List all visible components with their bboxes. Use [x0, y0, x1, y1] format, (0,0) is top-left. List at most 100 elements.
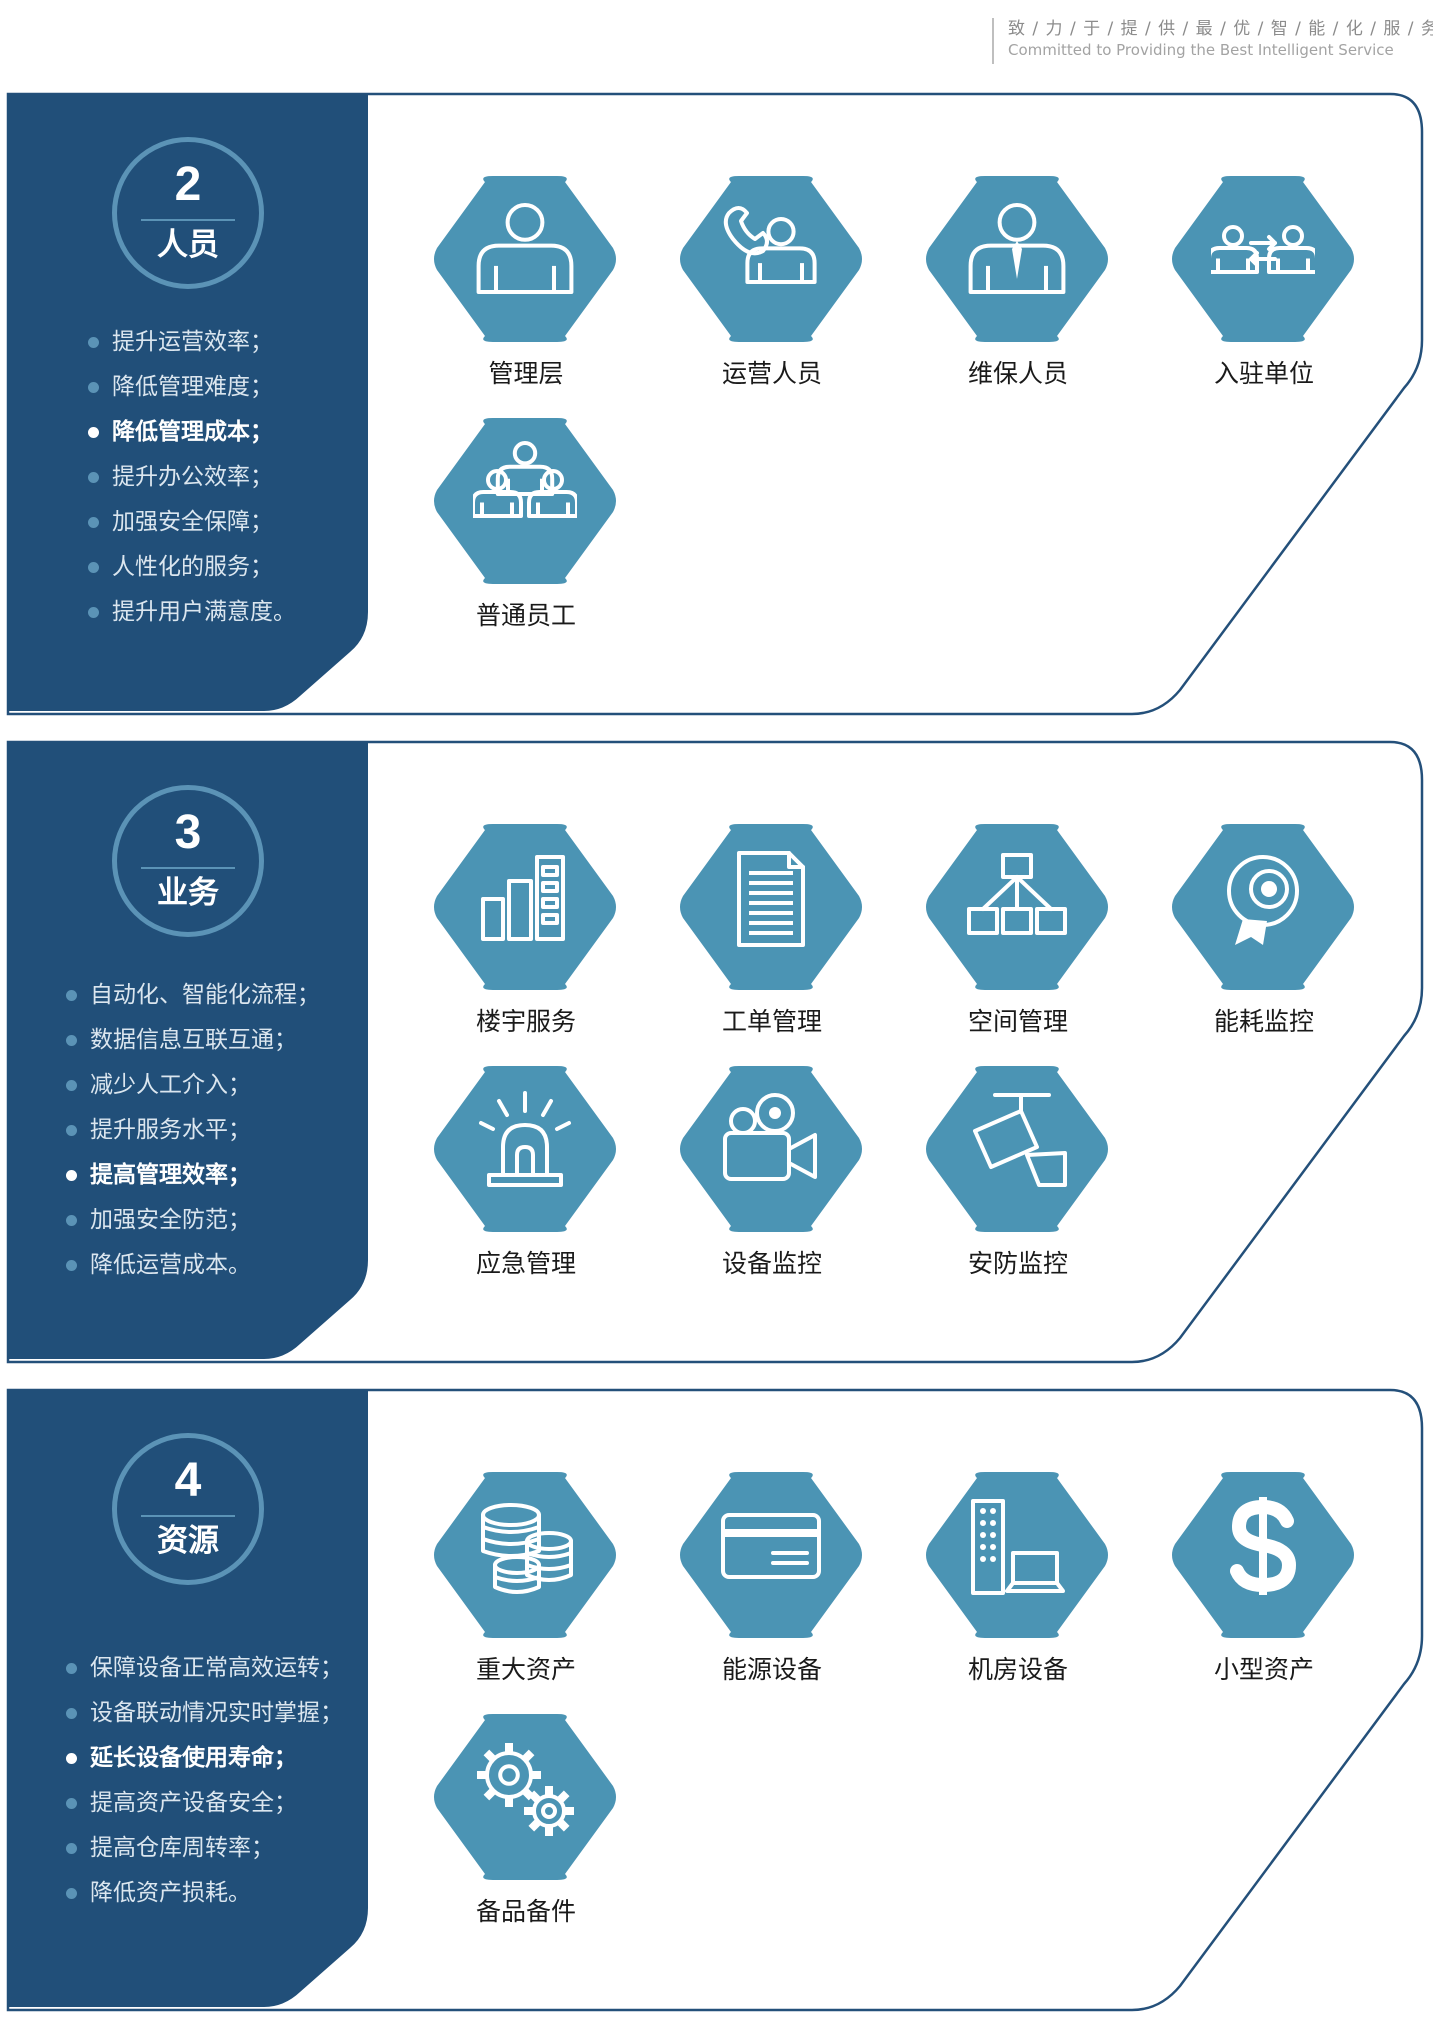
benefit-text: 减少人工介入； — [90, 1072, 251, 1098]
hexagon-tile — [434, 1714, 616, 1880]
benefit-item: 加强安全防范； — [66, 1198, 320, 1243]
benefit-text: 降低运营成本。 — [90, 1252, 251, 1278]
bullet-dot-icon — [66, 1170, 77, 1181]
benefit-text: 提升运营效率； — [112, 329, 273, 355]
benefit-text: 提高资产设备安全； — [90, 1790, 297, 1816]
bullet-dot-icon — [88, 607, 99, 618]
hexagon-tile — [680, 1066, 862, 1232]
bullet-dot-icon — [88, 562, 99, 573]
module-coin-stack[interactable]: 重大资产 — [424, 1472, 624, 1684]
hierarchy-icon — [967, 853, 1067, 935]
panel-业务: 3 业务 自动化、智能化流程；数据信息互联互通；减少人工介入；提升服务水平；提高… — [0, 740, 1433, 1366]
document-icon — [737, 851, 805, 947]
module-operator-phone[interactable]: 运营人员 — [670, 176, 870, 388]
module-label: 普通员工 — [475, 601, 576, 630]
benefit-text: 加强安全保障； — [112, 509, 273, 535]
module-card[interactable]: 能源设备 — [670, 1472, 870, 1684]
benefit-item: 提升用户满意度。 — [88, 590, 296, 635]
slogan-cn: 致 / 力 / 于 / 提 / 供 / 最 / 优 / 智 / 能 / 化 / … — [1008, 19, 1433, 39]
benefit-text: 加强安全防范； — [90, 1207, 251, 1233]
bullet-dot-icon — [66, 1843, 77, 1854]
benefit-item: 降低管理成本； — [88, 410, 296, 455]
bullet-dot-icon — [66, 1035, 77, 1046]
panel-资源: 4 资源 保障设备正常高效运转；设备联动情况实时掌握；延长设备使用寿命；提高资产… — [0, 1388, 1433, 2014]
benefit-item: 数据信息互联互通； — [66, 1018, 320, 1063]
staff-group-icon — [473, 441, 577, 518]
operator-phone-icon — [723, 206, 817, 284]
module-label: 空间管理 — [967, 1007, 1068, 1036]
benefit-item: 提高资产设备安全； — [66, 1781, 343, 1826]
module-label: 备品备件 — [475, 1897, 576, 1926]
module-label: 运营人员 — [721, 359, 822, 388]
cctv-camera-icon — [973, 1093, 1067, 1187]
section-title: 资源 — [157, 1523, 219, 1559]
module-label: 重大资产 — [475, 1655, 576, 1684]
module-label: 小型资产 — [1213, 1655, 1314, 1684]
bullet-dot-icon — [66, 990, 77, 1001]
coin-stack-icon — [481, 1503, 573, 1594]
module-dollar[interactable]: 小型资产 — [1162, 1472, 1362, 1684]
bullet-dot-icon — [66, 1888, 77, 1899]
module-label: 维保人员 — [967, 359, 1068, 388]
benefit-item: 提高仓库周转率； — [66, 1826, 343, 1871]
module-gears[interactable]: 备品备件 — [424, 1714, 624, 1926]
module-label: 应急管理 — [475, 1249, 576, 1278]
hexagon-tile — [434, 418, 616, 584]
hexagon-tile — [680, 1472, 862, 1638]
module-server-laptop[interactable]: 机房设备 — [916, 1472, 1116, 1684]
module-cctv-camera[interactable]: 安防监控 — [916, 1066, 1116, 1278]
bullet-dot-icon — [88, 382, 99, 393]
manager-person-icon — [476, 203, 574, 294]
dollar-icon — [1230, 1497, 1297, 1595]
section-number: 4 — [174, 1454, 202, 1507]
module-label: 工单管理 — [721, 1007, 822, 1036]
benefit-item: 提升运营效率； — [88, 320, 296, 365]
benefit-item: 提升服务水平； — [66, 1108, 320, 1153]
benefit-item: 设备联动情况实时掌握； — [66, 1691, 343, 1736]
benefit-item: 降低运营成本。 — [66, 1243, 320, 1288]
maintenance-person-tie-icon — [968, 203, 1066, 294]
webcam-icon — [1227, 855, 1299, 945]
section-badge: 4 资源 — [112, 1433, 264, 1585]
bullet-dot-icon — [66, 1080, 77, 1091]
server-laptop-icon — [971, 1499, 1065, 1595]
badge-divider — [141, 867, 235, 869]
bullet-dot-icon — [88, 472, 99, 483]
module-tenant-exchange[interactable]: 入驻单位 — [1162, 176, 1362, 388]
module-alarm-light[interactable]: 应急管理 — [424, 1066, 624, 1278]
module-webcam[interactable]: 能耗监控 — [1162, 824, 1362, 1036]
module-label: 入驻单位 — [1213, 359, 1314, 388]
section-number: 3 — [174, 806, 202, 859]
benefit-text: 提高仓库周转率； — [90, 1835, 274, 1861]
video-camera-icon — [723, 1093, 817, 1181]
badge-divider — [141, 219, 235, 221]
module-document[interactable]: 工单管理 — [670, 824, 870, 1036]
bullet-dot-icon — [66, 1708, 77, 1719]
gears-icon — [477, 1743, 574, 1836]
module-label: 设备监控 — [721, 1249, 822, 1278]
benefit-item: 加强安全保障； — [88, 500, 296, 545]
module-label: 安防监控 — [967, 1249, 1068, 1278]
benefit-item: 保障设备正常高效运转； — [66, 1646, 343, 1691]
benefit-text: 人性化的服务； — [112, 554, 273, 580]
module-maintenance-person-tie[interactable]: 维保人员 — [916, 176, 1116, 388]
bullet-dot-icon — [66, 1125, 77, 1136]
benefit-list: 保障设备正常高效运转；设备联动情况实时掌握；延长设备使用寿命；提高资产设备安全；… — [66, 1646, 343, 1916]
module-building-bars[interactable]: 楼宇服务 — [424, 824, 624, 1036]
bullet-dot-icon — [66, 1663, 77, 1674]
tagline: 致 / 力 / 于 / 提 / 供 / 最 / 优 / 智 / 能 / 化 / … — [992, 18, 1433, 64]
hexagon-tile — [926, 1066, 1108, 1232]
benefit-item: 减少人工介入； — [66, 1063, 320, 1108]
benefit-item: 降低管理难度； — [88, 365, 296, 410]
module-manager-person[interactable]: 管理层 — [424, 176, 624, 388]
module-staff-group[interactable]: 普通员工 — [424, 418, 624, 630]
bullet-dot-icon — [88, 517, 99, 528]
module-label: 能耗监控 — [1213, 1007, 1314, 1036]
section-badge: 2 人员 — [112, 137, 264, 289]
card-icon — [721, 1513, 821, 1579]
tenant-exchange-icon — [1211, 225, 1315, 274]
hexagon-tile — [434, 176, 616, 342]
module-video-camera[interactable]: 设备监控 — [670, 1066, 870, 1278]
hexagon-tile — [680, 824, 862, 990]
module-hierarchy[interactable]: 空间管理 — [916, 824, 1116, 1036]
